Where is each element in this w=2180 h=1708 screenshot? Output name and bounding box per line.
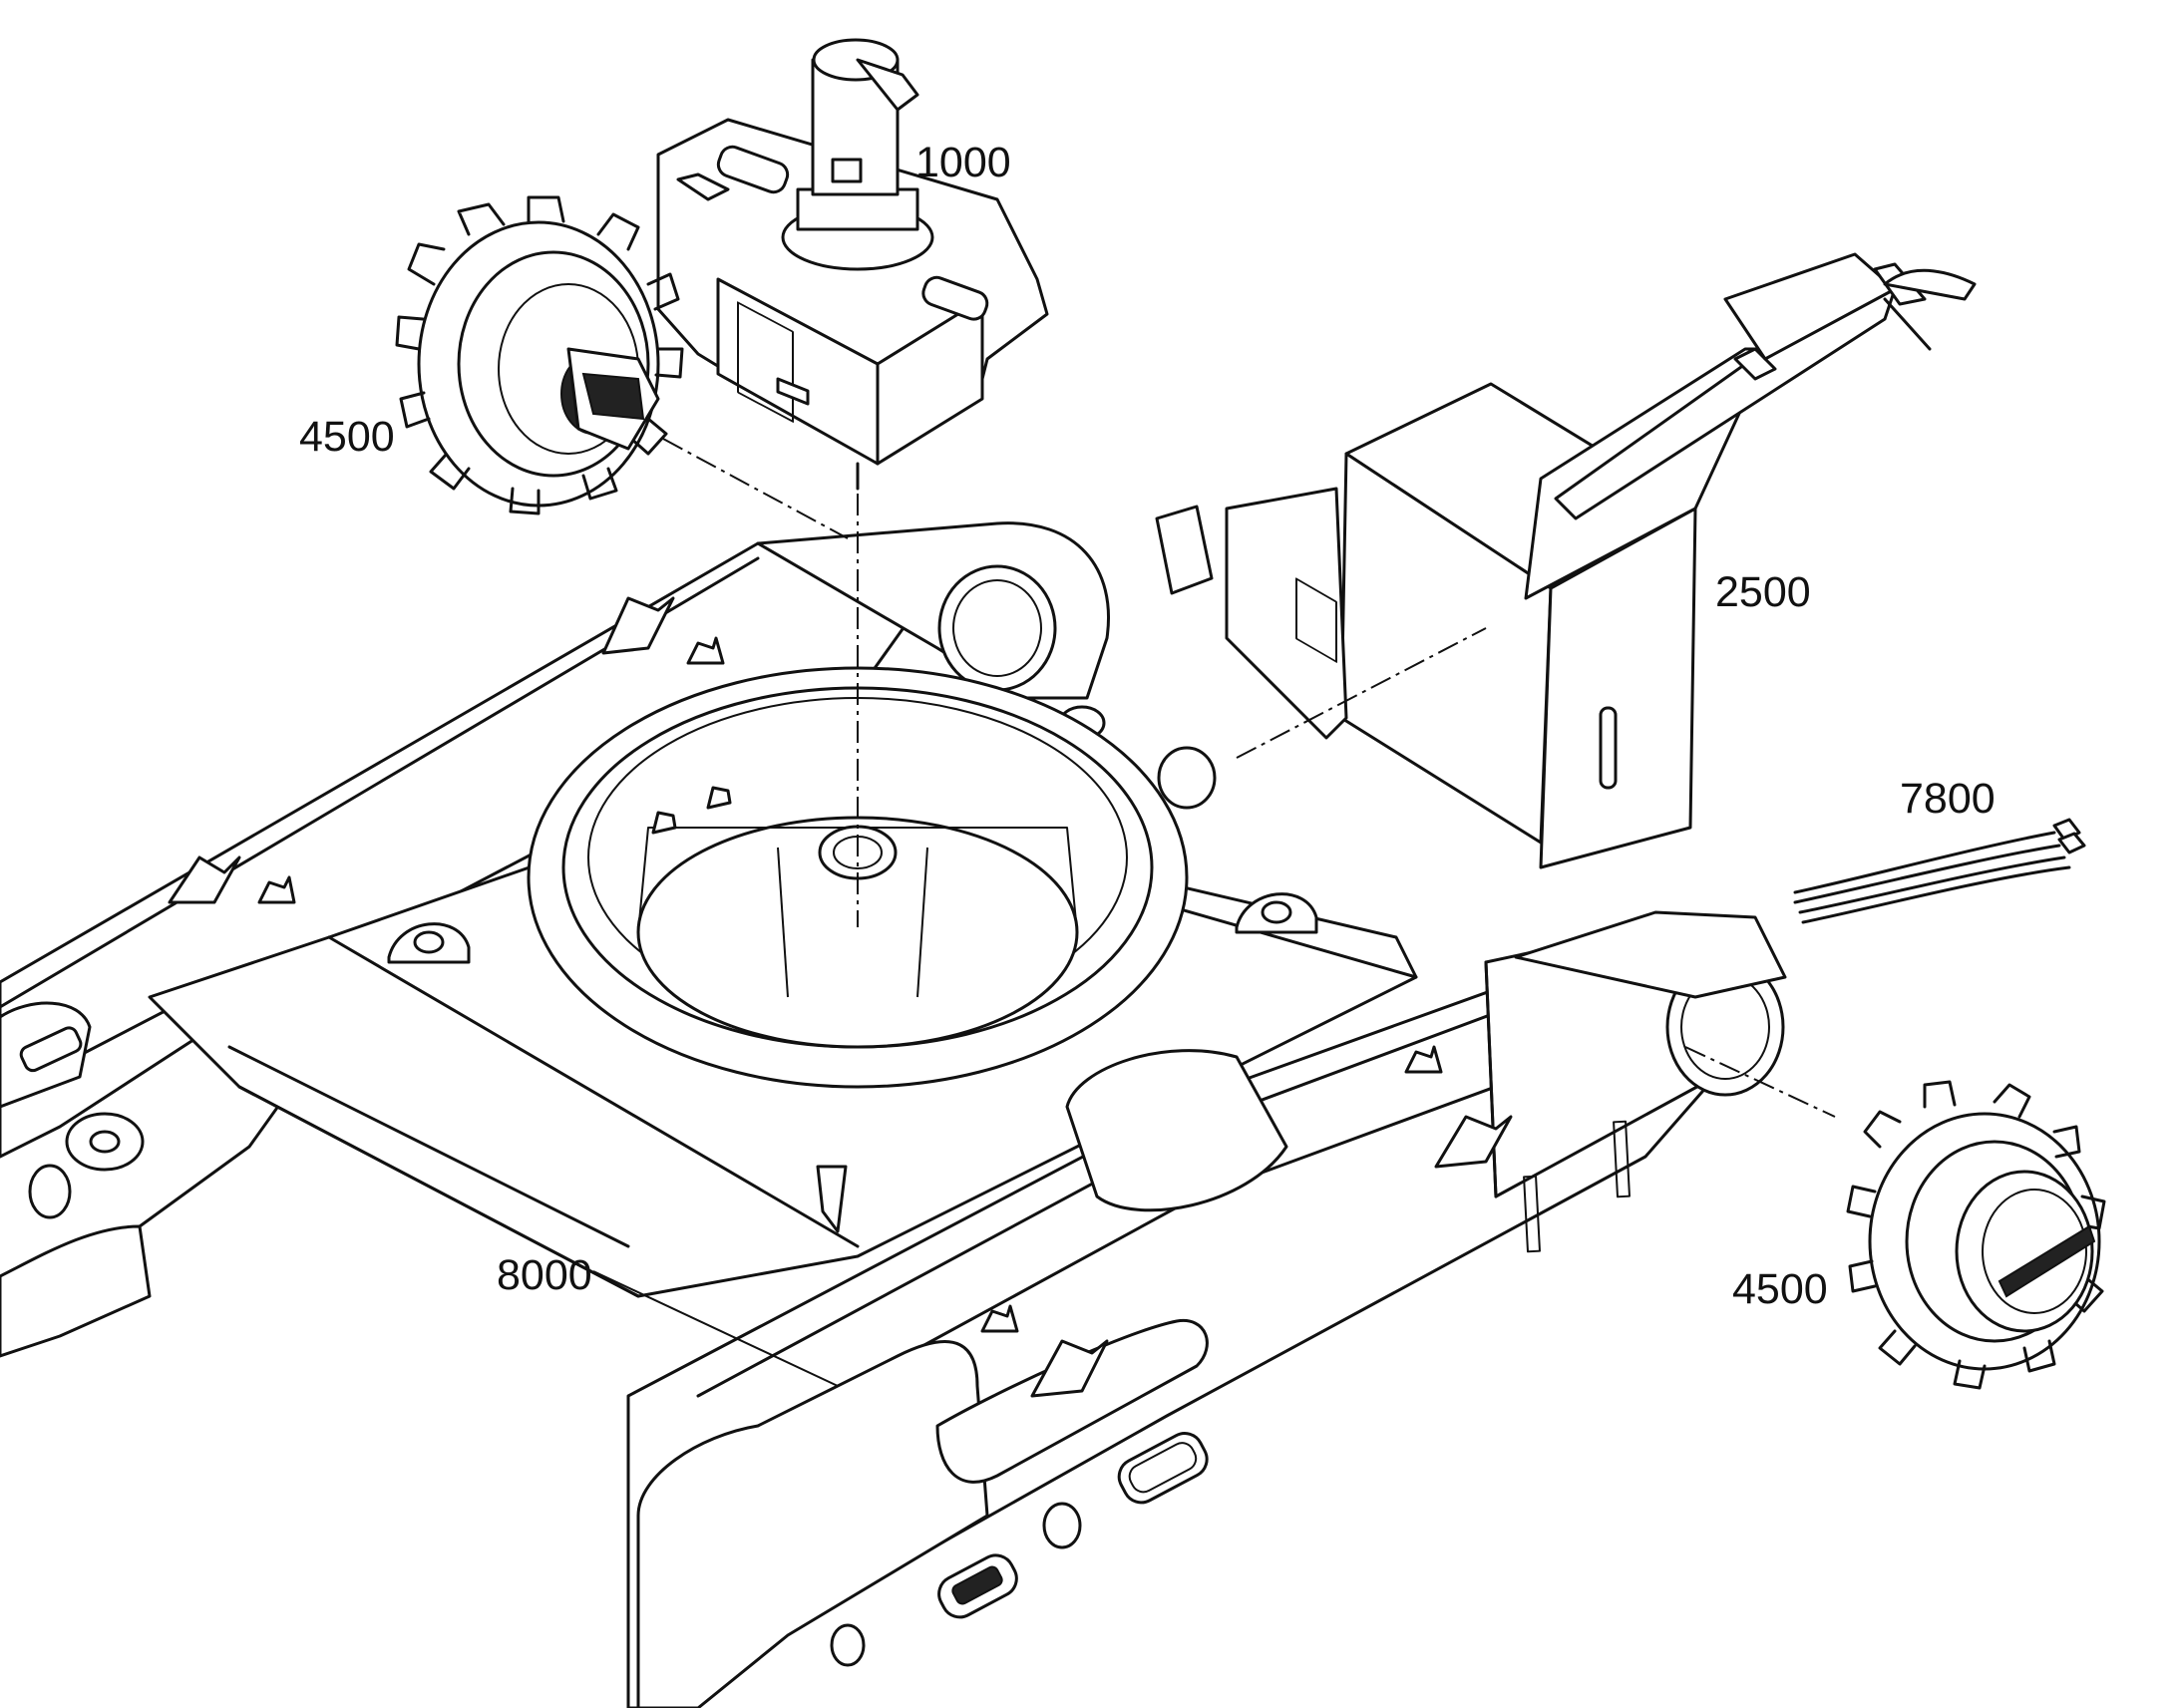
callout-labels: 1000 4500 2500 7800 8000 4500 — [299, 139, 1996, 1313]
travel-drive-left — [395, 195, 684, 515]
rotary-joint-assembly — [656, 38, 1049, 491]
callout-8000: 8000 — [497, 1251, 592, 1299]
hose-set — [1793, 818, 2086, 924]
travel-drive-right — [1846, 1080, 2106, 1390]
callout-4500-right: 4500 — [1732, 1265, 1828, 1313]
callout-2500: 2500 — [1715, 568, 1811, 616]
valve-block-assembly — [1155, 252, 1977, 869]
callout-4500-left: 4500 — [299, 413, 395, 461]
leader-lines — [592, 438, 1836, 1387]
callout-1000: 1000 — [915, 139, 1011, 186]
callout-7800: 7800 — [1900, 775, 1996, 823]
undercarriage-frame — [0, 521, 1787, 1708]
